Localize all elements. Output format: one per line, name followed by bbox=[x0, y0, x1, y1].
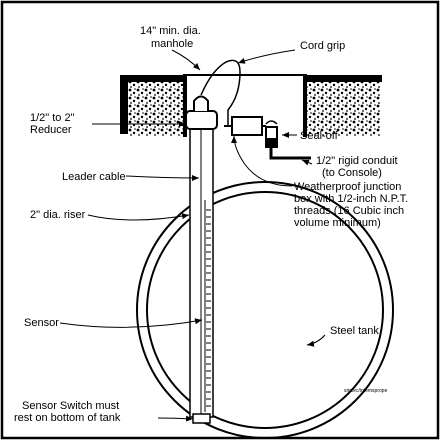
label-junction-1: Weatherproof junction bbox=[294, 181, 401, 193]
leader-junction bbox=[231, 135, 293, 187]
leader-cord-grip bbox=[237, 49, 296, 64]
label-conduit-1: 1/2" rigid conduit bbox=[316, 155, 398, 167]
reducer-fitting bbox=[185, 110, 218, 130]
manhole-right-wall bbox=[303, 75, 307, 137]
sensor-probe bbox=[204, 200, 211, 412]
watermark: smcec/intemsprope bbox=[344, 388, 388, 394]
soil-left bbox=[128, 82, 183, 136]
leader-cable bbox=[125, 174, 200, 181]
label-manhole-2: manhole bbox=[151, 38, 193, 50]
leader-riser bbox=[87, 213, 190, 221]
leader-conduit bbox=[301, 159, 313, 166]
label-conduit-2: (to Console) bbox=[322, 167, 382, 179]
leader-lines bbox=[59, 49, 326, 422]
label-reducer-2: Reducer bbox=[30, 124, 72, 136]
leader-manhole bbox=[171, 49, 201, 71]
manhole-left-ledge bbox=[120, 75, 183, 134]
label-sensor-switch-1: Sensor Switch must bbox=[22, 400, 119, 412]
manhole bbox=[120, 74, 382, 137]
leader-sensor-switch bbox=[157, 415, 194, 422]
label-junction-4: volume minimum) bbox=[294, 217, 381, 229]
label-sensor-switch-2: rest on bottom of tank bbox=[14, 412, 121, 424]
label-riser: 2" dia. riser bbox=[30, 209, 86, 221]
rigid-conduit bbox=[269, 147, 311, 160]
soil-right bbox=[307, 82, 380, 136]
junction-box bbox=[224, 116, 266, 136]
riser-pipe bbox=[189, 122, 214, 418]
manhole-right-ledge bbox=[307, 75, 382, 82]
cord-grip bbox=[193, 95, 209, 111]
steel-tank bbox=[136, 181, 394, 439]
sensor-switch bbox=[192, 413, 211, 424]
cable bbox=[200, 59, 241, 125]
label-junction-3: threads (16 Cubic inch bbox=[294, 205, 404, 217]
label-seal-off: Seal-off bbox=[300, 130, 339, 142]
leader-sensor bbox=[59, 318, 203, 328]
label-junction-2: box with 1/2-inch N.P.T. bbox=[294, 193, 408, 205]
leader-steel-tank bbox=[306, 334, 326, 347]
label-leader-cable: Leader cable bbox=[62, 171, 126, 183]
label-cord-grip: Cord grip bbox=[300, 40, 345, 52]
label-manhole-1: 14" min. dia. bbox=[140, 25, 201, 37]
label-reducer-1: 1/2" to 2" bbox=[30, 112, 75, 124]
manhole-left-wall bbox=[183, 75, 187, 137]
label-steel-tank: Steel tank bbox=[330, 325, 379, 337]
label-sensor: Sensor bbox=[24, 317, 59, 329]
